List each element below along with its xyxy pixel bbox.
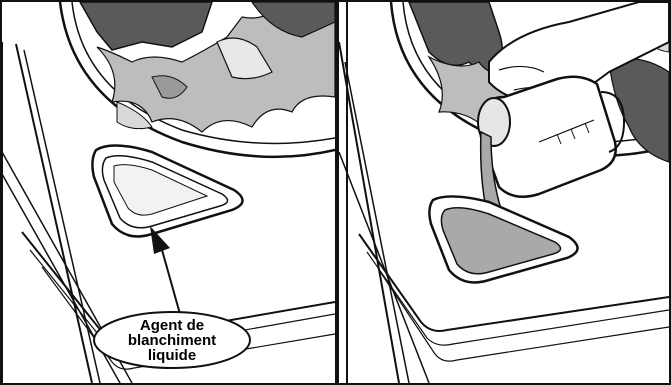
callout-label: Agent de blanchiment liquide xyxy=(97,318,247,363)
callout-line-1: Agent de xyxy=(97,318,247,333)
washer-top-right-drawing xyxy=(339,2,669,383)
pointer-arrow xyxy=(150,226,180,314)
callout-line-3: liquide xyxy=(97,348,247,363)
bleach-dispenser xyxy=(92,145,242,236)
right-panel-pouring-bleach xyxy=(339,2,669,383)
left-panel-dispenser-location: Agent de blanchiment liquide xyxy=(2,2,335,383)
bleach-dispenser-filled xyxy=(429,196,577,282)
callout-line-2: blanchiment xyxy=(97,333,247,348)
laundry-left xyxy=(80,2,335,132)
